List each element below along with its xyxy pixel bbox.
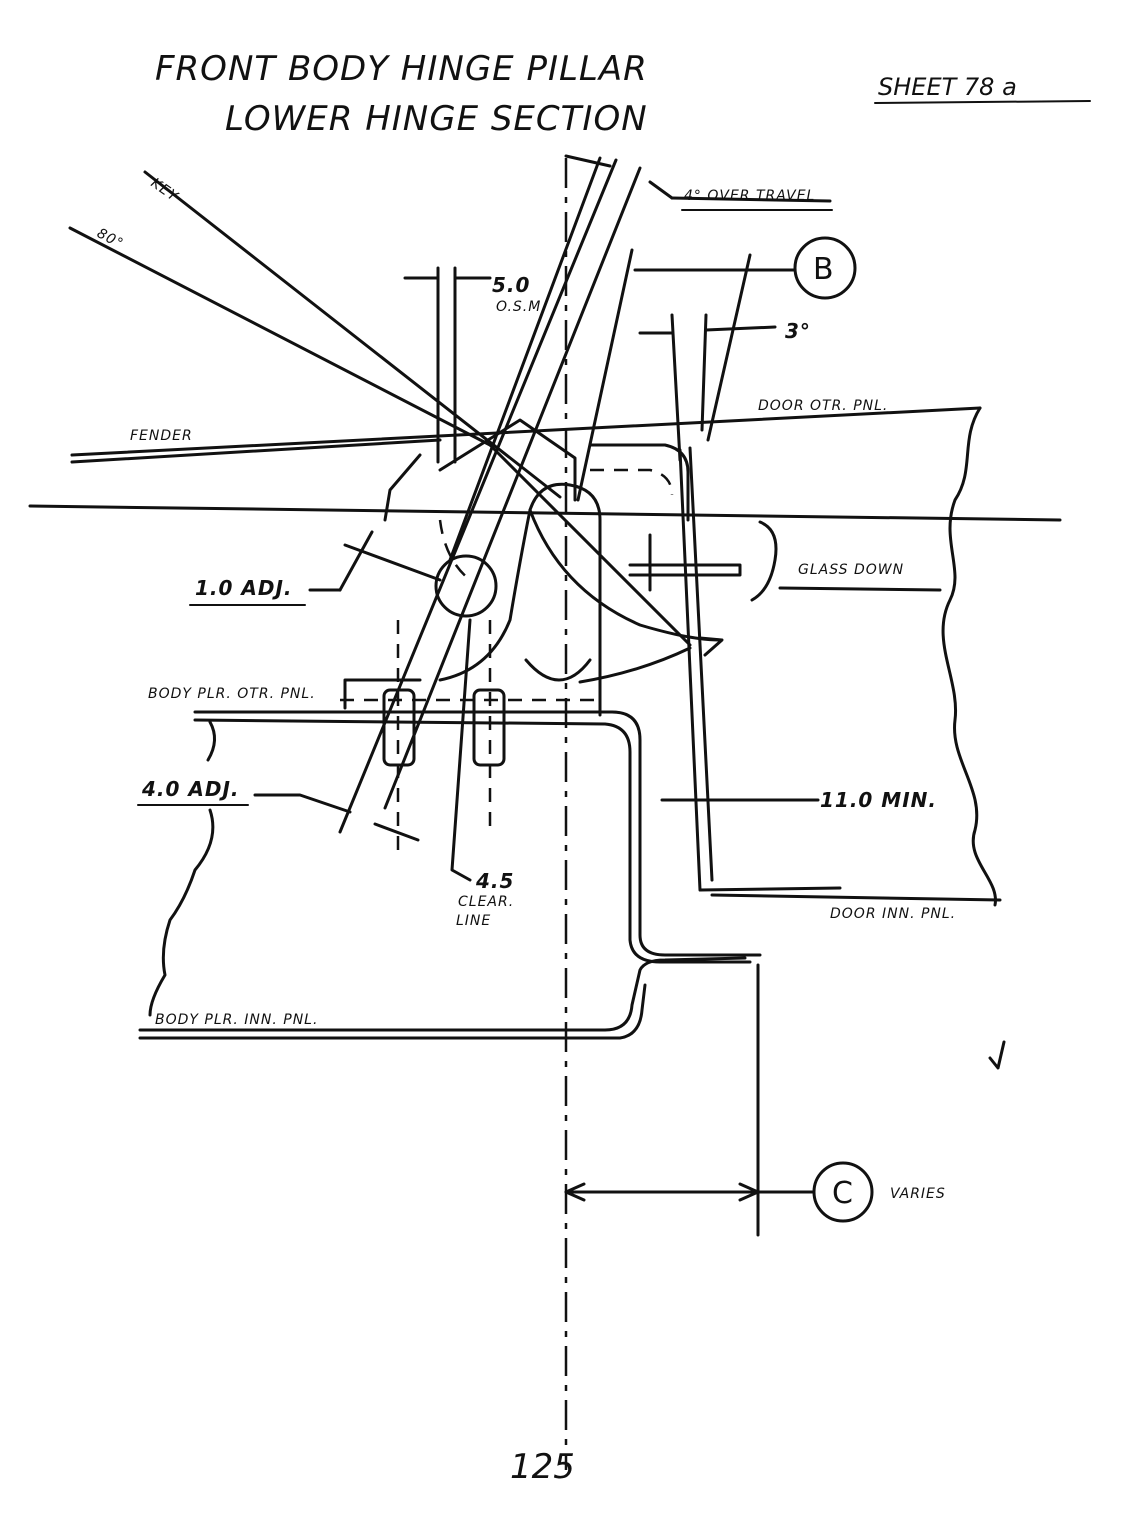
fender-line-inner [70, 438, 442, 464]
body-plr-otr-bracket [343, 678, 422, 710]
c-arrow-left [564, 1182, 586, 1202]
sheet-label-underline [874, 100, 1091, 104]
hinge-body-left [438, 508, 532, 682]
body-plr-otr-pnl-label: BODY PLR. OTR. PNL. [148, 686, 316, 702]
pillar-break-upper [206, 720, 216, 762]
swing-line-2 [383, 166, 642, 810]
hinge-link-left [383, 453, 422, 522]
adj-4-0-label: 4.0 ADJ. [141, 777, 240, 801]
hinge-arrow-head [698, 636, 724, 657]
hinge-link-arm [528, 508, 722, 642]
adj-1-0-label: 1.0 ADJ. [195, 576, 293, 600]
callout-c-letter: C [832, 1176, 853, 1211]
check-mark [988, 1040, 1006, 1070]
door-inn-pnl-line [710, 893, 1002, 902]
door-hinge-bracket-top [588, 443, 690, 522]
overtravel-label: 4° OVER TRAVEL [684, 188, 815, 204]
swing-line-3 [448, 156, 602, 562]
door-inn-pnl-label: DOOR INN. PNL. [830, 906, 956, 922]
fender-line [70, 406, 982, 457]
door-otr-pnl-label: DOOR OTR. PNL. [758, 398, 888, 414]
body-plr-otr-profile-1 [193, 710, 762, 957]
hinge-link-arm-lower [578, 646, 692, 684]
overtravel-leader [648, 180, 674, 200]
page-number: 125 [510, 1447, 575, 1487]
body-plr-inn-profile-1 [138, 956, 747, 1032]
pillar-break-lower [148, 808, 215, 1017]
dim-5-0-label: 5.0 [492, 273, 530, 297]
deg80-sight-line-extension [488, 443, 692, 647]
clear-4-5-label: 4.5 [475, 869, 514, 893]
hinge-strap [438, 418, 577, 502]
door-inner-profile [678, 448, 842, 892]
c-arrow-right [738, 1182, 760, 1202]
b-extension-left [576, 248, 634, 502]
hinge-axis-line [28, 504, 1062, 522]
glass-bracket [750, 520, 778, 602]
hinge-pivot-body [528, 482, 602, 717]
adj-1-0-arrow-tail [338, 530, 374, 592]
clear-line-label: LINE [456, 913, 491, 929]
hinge-dashed-arc [438, 519, 471, 581]
door-inner-profile-2 [688, 446, 714, 882]
hinge-pivot-lower [524, 658, 592, 682]
b-extension-right [706, 253, 752, 442]
body-plr-inn-pnl-label: BODY PLR. INN. PNL. [155, 1012, 318, 1028]
adj-4-0-leader [253, 793, 352, 814]
door-break-line [941, 406, 997, 907]
callout-b-letter: B [813, 252, 834, 287]
adj-1-0-leader [343, 543, 442, 582]
drawing-title-line2: LOWER HINGE SECTION [225, 99, 648, 139]
key-sight-line [143, 170, 562, 499]
sheet-label: SHEET 78 a [878, 73, 1017, 101]
clear-word-label: CLEAR. [458, 894, 514, 910]
dim-3deg-ext-right [700, 313, 708, 432]
drawing-title-line1: FRONT BODY HINGE PILLAR [155, 49, 648, 89]
swing-line-1 [338, 158, 618, 834]
dim-3deg-arrow-right [704, 325, 777, 332]
body-plr-inn-profile-2 [138, 983, 647, 1040]
deg80-sight-line [68, 226, 492, 447]
key-label: KEY [148, 175, 182, 205]
door-hinge-bracket-dashed [590, 468, 674, 496]
glass-down-line [778, 586, 942, 592]
callout-c-circle [812, 1161, 874, 1223]
fender-label: FENDER [130, 428, 193, 444]
overtravel-leader-tail [670, 196, 832, 203]
overtravel-arrow [564, 154, 612, 168]
dim-3deg-label: 3° [785, 319, 811, 343]
varies-label: VARIES [890, 1186, 946, 1202]
glass-down-label: GLASS DOWN [798, 562, 904, 578]
adj-4-0-arrow [373, 822, 420, 842]
callout-b-circle [793, 236, 857, 300]
body-plr-otr-profile-2 [193, 718, 752, 964]
glass-bolt [628, 563, 742, 577]
osm-label: O.S.M. [496, 299, 547, 315]
dim-3deg-ext-left [670, 313, 682, 462]
hinge-pivot-upper [434, 554, 498, 618]
clear-4-5-leader [450, 618, 472, 882]
min-11-0-label: 11.0 MIN. [820, 788, 937, 812]
